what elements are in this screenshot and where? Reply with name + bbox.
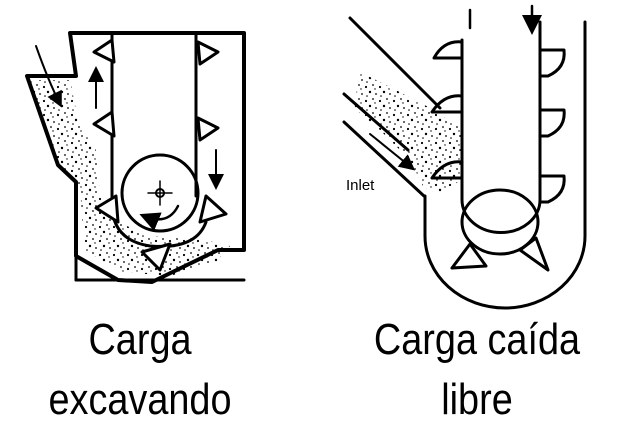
left-bucket-bottom-2 [140,242,172,272]
left-feed-arrow [35,45,62,108]
right-bulk-material [354,72,464,194]
left-bucket-bottom-1 [94,194,120,224]
free-fall-feed-elevator [342,4,587,310]
left-figure-caption: Carga excavando [20,310,261,430]
left-bucket-bottom-3 [198,194,228,224]
left-boot-pulley [120,153,200,233]
inlet-arrow [369,133,416,171]
dredge-feed-elevator [25,31,246,284]
right-figure-caption: Carga caída libre [351,310,604,430]
left-bucket-up-1 [92,38,116,64]
right-bucket-bottom-2 [518,236,550,272]
right-bucket-down-1 [538,48,566,78]
left-casing-outline [25,31,246,284]
right-chute-lower [342,120,426,198]
right-boot-pulley [460,188,540,256]
inlet-label: Inlet [346,177,375,194]
right-bucket-up-2 [430,94,464,114]
left-bucket-down-1 [196,40,220,66]
left-bulk-material [30,80,230,276]
left-caption-line-2: excavando [48,375,232,424]
left-bucket-down-2 [196,116,220,142]
right-caption-line-2: libre [441,375,513,424]
right-caption-line-1: Carga caída [373,315,581,364]
left-caption-line-1: Carga [88,315,192,364]
right-bucket-up-3 [430,160,464,180]
right-bucket-down-2 [538,108,566,138]
right-casing-outline [423,20,587,310]
left-rotation-arrow [139,204,180,231]
right-chute-upper [348,16,442,110]
left-bucket-up-2 [92,110,116,138]
right-bucket-down-3 [538,174,566,204]
right-bucket-up-1 [432,40,464,60]
right-bucket-bottom-1 [450,242,488,270]
